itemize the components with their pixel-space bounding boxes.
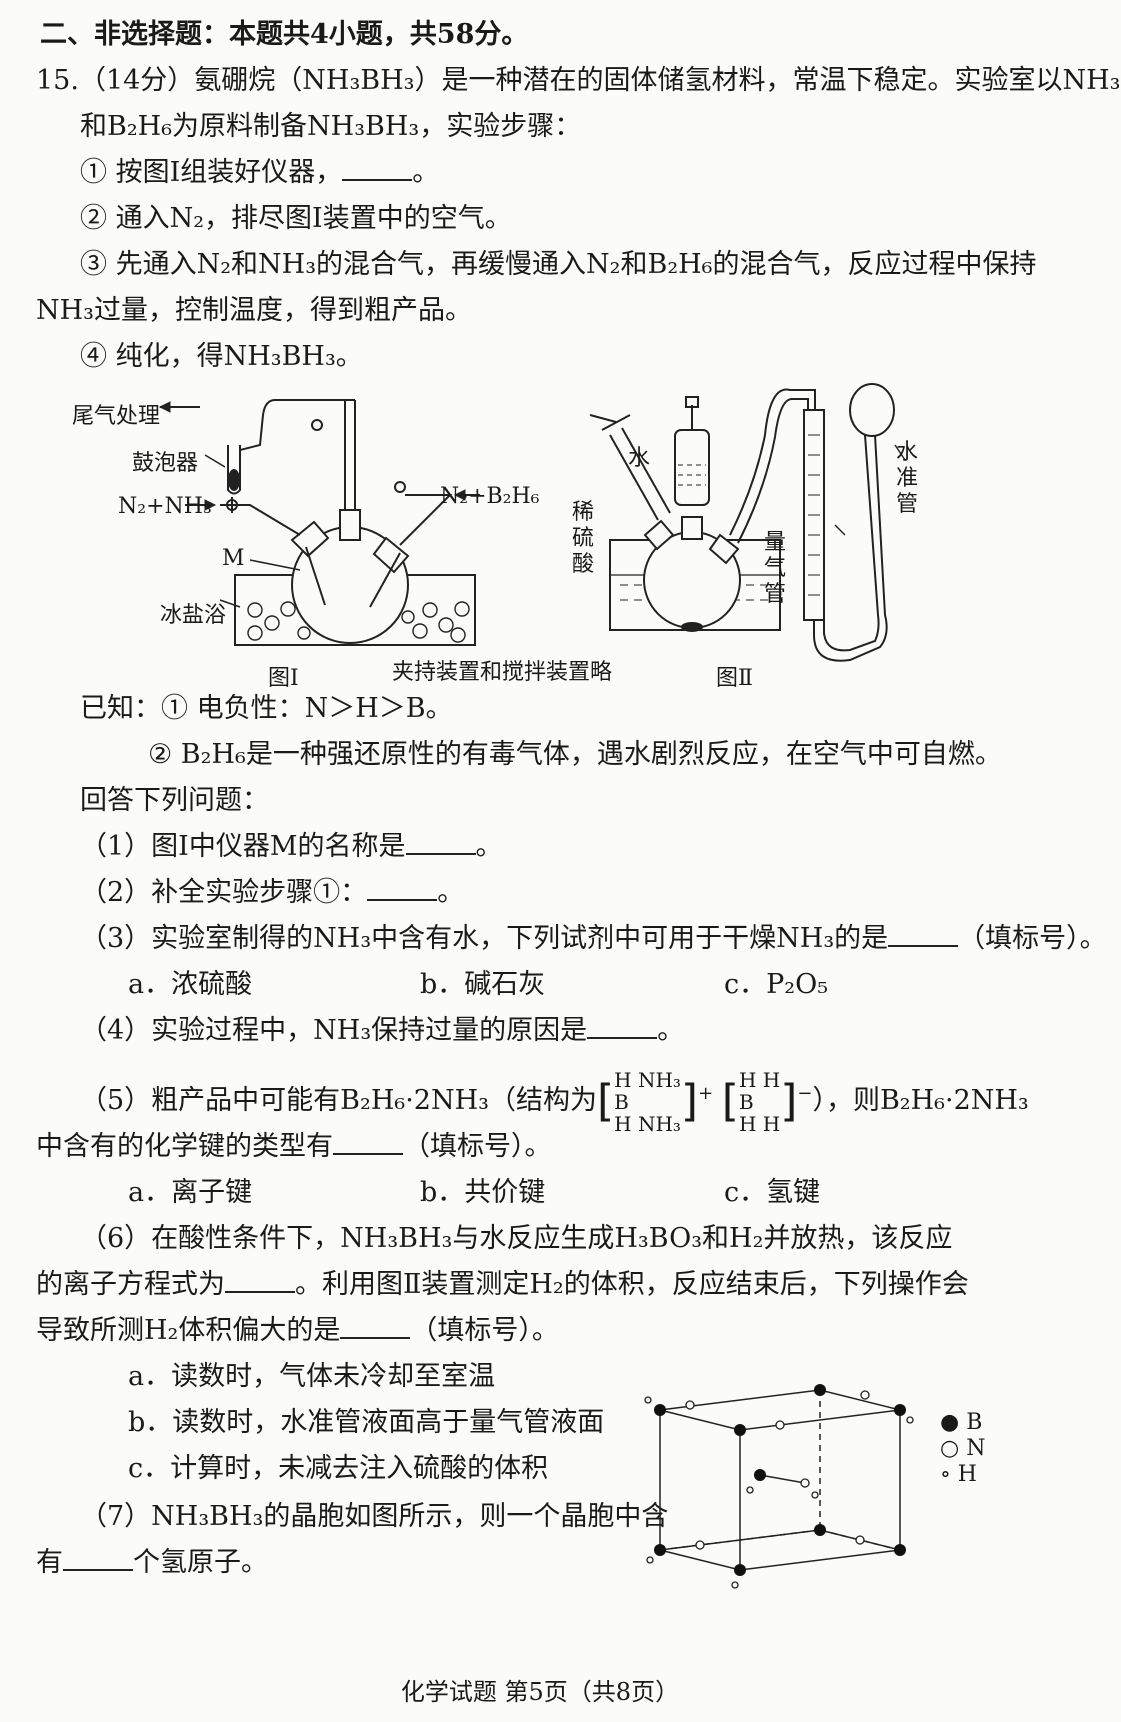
anion-row-3: H H — [738, 1111, 781, 1136]
bracket-left: [ — [721, 1075, 739, 1127]
question-2: （2）补全实验步骤①：。 — [80, 877, 465, 908]
question-7-line2b: 个氢原子。 — [133, 1547, 268, 1578]
answer-blank[interactable] — [342, 157, 413, 181]
bracket-right: ] — [680, 1075, 699, 1127]
known-2: ② B₂H₆是一种强还原性的有毒气体，遇水剧烈反应，在空气中可自燃。 — [148, 739, 1002, 770]
question-6-line3b: （填标号）。 — [410, 1315, 559, 1346]
question-3-text: （3）实验室制得的NH₃中含有水，下列试剂中可用于干燥NH₃的是 — [80, 923, 889, 954]
answer-blank[interactable] — [225, 1269, 295, 1293]
label-n2-nh3: N₂+NH₃ — [118, 494, 212, 519]
question-5-line2-text: 中含有的化学键的类型有 — [36, 1131, 333, 1162]
answer-blank[interactable] — [587, 1015, 658, 1039]
label-burette: 量气管 — [764, 530, 787, 607]
label-n2-b2h6: N₂+B₂H₆ — [440, 484, 540, 509]
figure-2-apparatus — [589, 383, 906, 662]
cation-row-3: H NH₃ — [614, 1111, 681, 1136]
legend-h: ∘ H — [940, 1462, 977, 1487]
question-5-post: ），则B₂H₆·2NH₃ — [812, 1085, 1029, 1116]
answer-blank[interactable] — [367, 877, 438, 901]
q6-option-a: a．读数时，气体未冷却至室温 — [128, 1361, 496, 1392]
figure-2-caption: 图Ⅱ — [716, 666, 753, 691]
section-header: 二、非选择题：本题共4小题，共58分。 — [40, 19, 529, 50]
answer-blank[interactable] — [888, 923, 959, 947]
answer-blank[interactable] — [333, 1131, 403, 1155]
question-6-line3: 导致所测H₂体积偏大的是 （填标号）。 — [36, 1314, 559, 1348]
figure-1-caption: 图Ⅰ — [268, 666, 299, 691]
question-6-line2b: 。利用图Ⅱ装置测定H₂的体积，反应结束后，下列操作会 — [295, 1269, 969, 1300]
label-leveling-tube: 水准管 — [896, 440, 919, 517]
legend-b: ● B — [940, 1410, 983, 1435]
question-1: （1）图Ⅰ中仪器M的名称是。 — [80, 831, 503, 862]
answer-blank[interactable] — [63, 1547, 133, 1571]
step-1-text: ① 按图Ⅰ组装好仪器， — [80, 157, 343, 188]
question-6-line1: （6）在酸性条件下，NH₃BH₃与水反应生成H₃BO₃和H₂并放热，该反应 — [80, 1223, 953, 1254]
q6-option-b: b．读数时，水准管液面高于量气管液面 — [128, 1407, 605, 1438]
q15-stem-line2: 和B₂H₆为原料制备NH₃BH₃，实验步骤： — [80, 111, 582, 142]
answer-blank[interactable] — [405, 831, 476, 855]
legend-h-label: H — [957, 1462, 977, 1487]
question-2-text: （2）补全实验步骤①： — [80, 877, 368, 908]
anion-row-1: H H — [738, 1067, 781, 1092]
q5-option-a: a．离子键 — [128, 1177, 253, 1208]
figure-1-apparatus — [158, 399, 480, 646]
page-footer: 化学试题 第5页（共8页） — [400, 1678, 680, 1706]
figure-note: 夹持装置和搅拌装置略 — [392, 660, 613, 685]
q3-option-a: a．浓硫酸 — [128, 969, 253, 1000]
anion-charge: − — [797, 1083, 813, 1104]
q15-stem-line1: 15.（14分）氨硼烷（NH₃BH₃）是一种潜在的固体储氢材料，常温下稳定。实验… — [36, 65, 1121, 96]
cation-row-1: H NH₃ — [614, 1067, 681, 1092]
step-3-line2: NH₃过量，控制温度，得到粗产品。 — [36, 295, 472, 326]
step-1: ① 按图Ⅰ组装好仪器， 。 — [80, 156, 439, 190]
label-ice-bath: 冰盐浴 — [160, 603, 227, 628]
question-7-line2a: 有 — [36, 1547, 63, 1578]
q5-option-b: b．共价键 — [420, 1177, 546, 1208]
question-6-line2a: 的离子方程式为 — [36, 1269, 225, 1300]
crystal-cell-diagram — [644, 1384, 914, 1589]
question-1-text: （1）图Ⅰ中仪器M的名称是 — [80, 831, 406, 862]
question-3: （3）实验室制得的NH₃中含有水，下列试剂中可用于干燥NH₃的是 （填标号）。 — [80, 922, 1107, 956]
answer-intro: 回答下列问题： — [80, 785, 269, 816]
question-7-line1: （7）NH₃BH₃的晶胞如图所示，则一个晶胞中含 — [80, 1501, 669, 1532]
label-tail-gas: 尾气处理 — [72, 404, 161, 429]
anion-row-2: B — [738, 1089, 754, 1114]
q3-option-c: c．P₂O₅ — [724, 969, 829, 1000]
bracket-right: ] — [780, 1075, 798, 1127]
question-7-line2: 有 个氢原子。 — [36, 1546, 268, 1580]
step-1-end: 。 — [412, 157, 440, 188]
label-bubbler: 鼓泡器 — [132, 451, 199, 476]
question-3-tail: （填标号）。 — [958, 923, 1107, 954]
q3-option-b: b．碱石灰 — [420, 969, 546, 1000]
question-4-text: （4）实验过程中，NH₃保持过量的原因是 — [80, 1015, 588, 1046]
known-1: 已知：① 电负性：N＞H＞B。 — [80, 693, 453, 724]
cation-charge: + — [698, 1083, 714, 1104]
bracket-left: [ — [596, 1075, 615, 1127]
legend-n: ○ N — [940, 1436, 986, 1461]
question-5-tail: （填标号）。 — [403, 1131, 552, 1162]
label-water: 水 — [628, 446, 651, 471]
cation-row-2: B — [614, 1089, 629, 1114]
answer-blank[interactable] — [340, 1315, 411, 1339]
step-2: ② 通入N₂，排尽图Ⅰ装置中的空气。 — [80, 203, 512, 234]
legend-n-label: N — [966, 1436, 986, 1461]
label-m: M — [222, 546, 245, 571]
label-dilute-acid: 稀硫酸 — [572, 500, 595, 577]
step-3-line1: ③ 先通入N₂和NH₃的混合气，再缓慢通入N₂和B₂H₆的混合气，反应过程中保持 — [80, 249, 1037, 280]
question-6-line3a: 导致所测H₂体积偏大的是 — [36, 1315, 341, 1346]
question-4: （4）实验过程中，NH₃保持过量的原因是。 — [80, 1015, 685, 1046]
step-4: ④ 纯化，得NH₃BH₃。 — [80, 341, 363, 372]
q5-option-c: c．氢键 — [724, 1177, 821, 1208]
question-5-line2: 中含有的化学键的类型有 （填标号）。 — [36, 1130, 552, 1164]
question-5-text: （5）粗产品中可能有B₂H₆·2NH₃（结构为 — [80, 1085, 597, 1116]
q6-option-c: c．计算时，未减去注入硫酸的体积 — [128, 1453, 549, 1484]
legend-b-label: B — [966, 1410, 983, 1435]
question-6-line2: 的离子方程式为 。利用图Ⅱ装置测定H₂的体积，反应结束后，下列操作会 — [36, 1268, 969, 1302]
